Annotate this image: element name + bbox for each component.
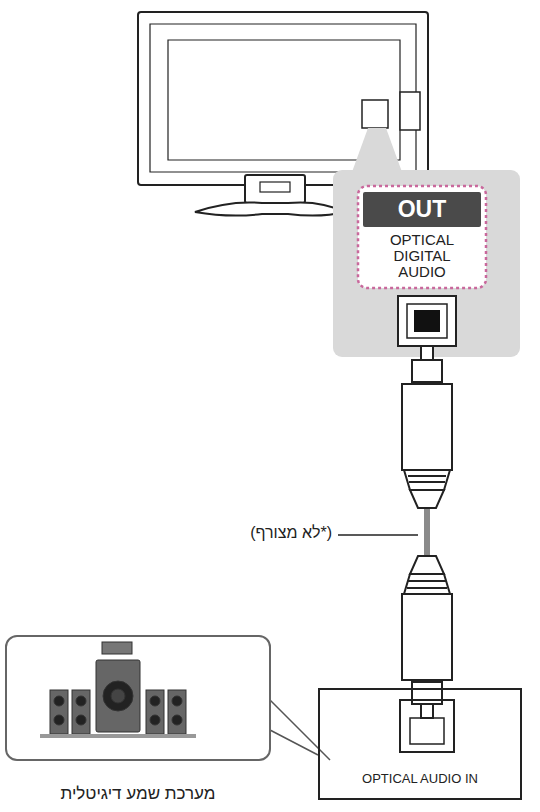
optical-plug xyxy=(402,346,452,508)
dashed-highlight xyxy=(358,186,486,288)
tv-back xyxy=(138,12,428,185)
optical-port xyxy=(398,296,456,346)
speaker-callout-box xyxy=(6,636,270,760)
port-heading: OUT xyxy=(363,192,481,227)
receiver-port xyxy=(400,700,454,752)
receiver-port-inner xyxy=(410,718,444,744)
callout-pointer xyxy=(270,700,330,760)
callout-panel xyxy=(333,170,520,357)
speaker-icon xyxy=(40,642,196,738)
optical-out-panel: OUT OPTICAL DIGITAL AUDIO xyxy=(358,186,486,288)
optical-port-inner xyxy=(407,304,447,338)
leader-line xyxy=(338,534,418,536)
optical-port-hole xyxy=(414,310,440,332)
callout-wedge xyxy=(352,128,402,172)
system-label: מערכת שמע דיגיטלית xyxy=(61,784,216,804)
port-name: OPTICAL DIGITAL AUDIO xyxy=(376,232,468,280)
cable-note: (*לא מצורף) xyxy=(248,524,334,542)
receiver-box: OPTICAL AUDIO IN xyxy=(318,688,522,800)
tv-stand xyxy=(195,175,345,216)
digital-audio-system: מערכת שמע דיגיטלית xyxy=(6,636,270,808)
port-label: OPTICAL AUDIO IN xyxy=(362,771,478,786)
optical-plug xyxy=(402,556,452,718)
